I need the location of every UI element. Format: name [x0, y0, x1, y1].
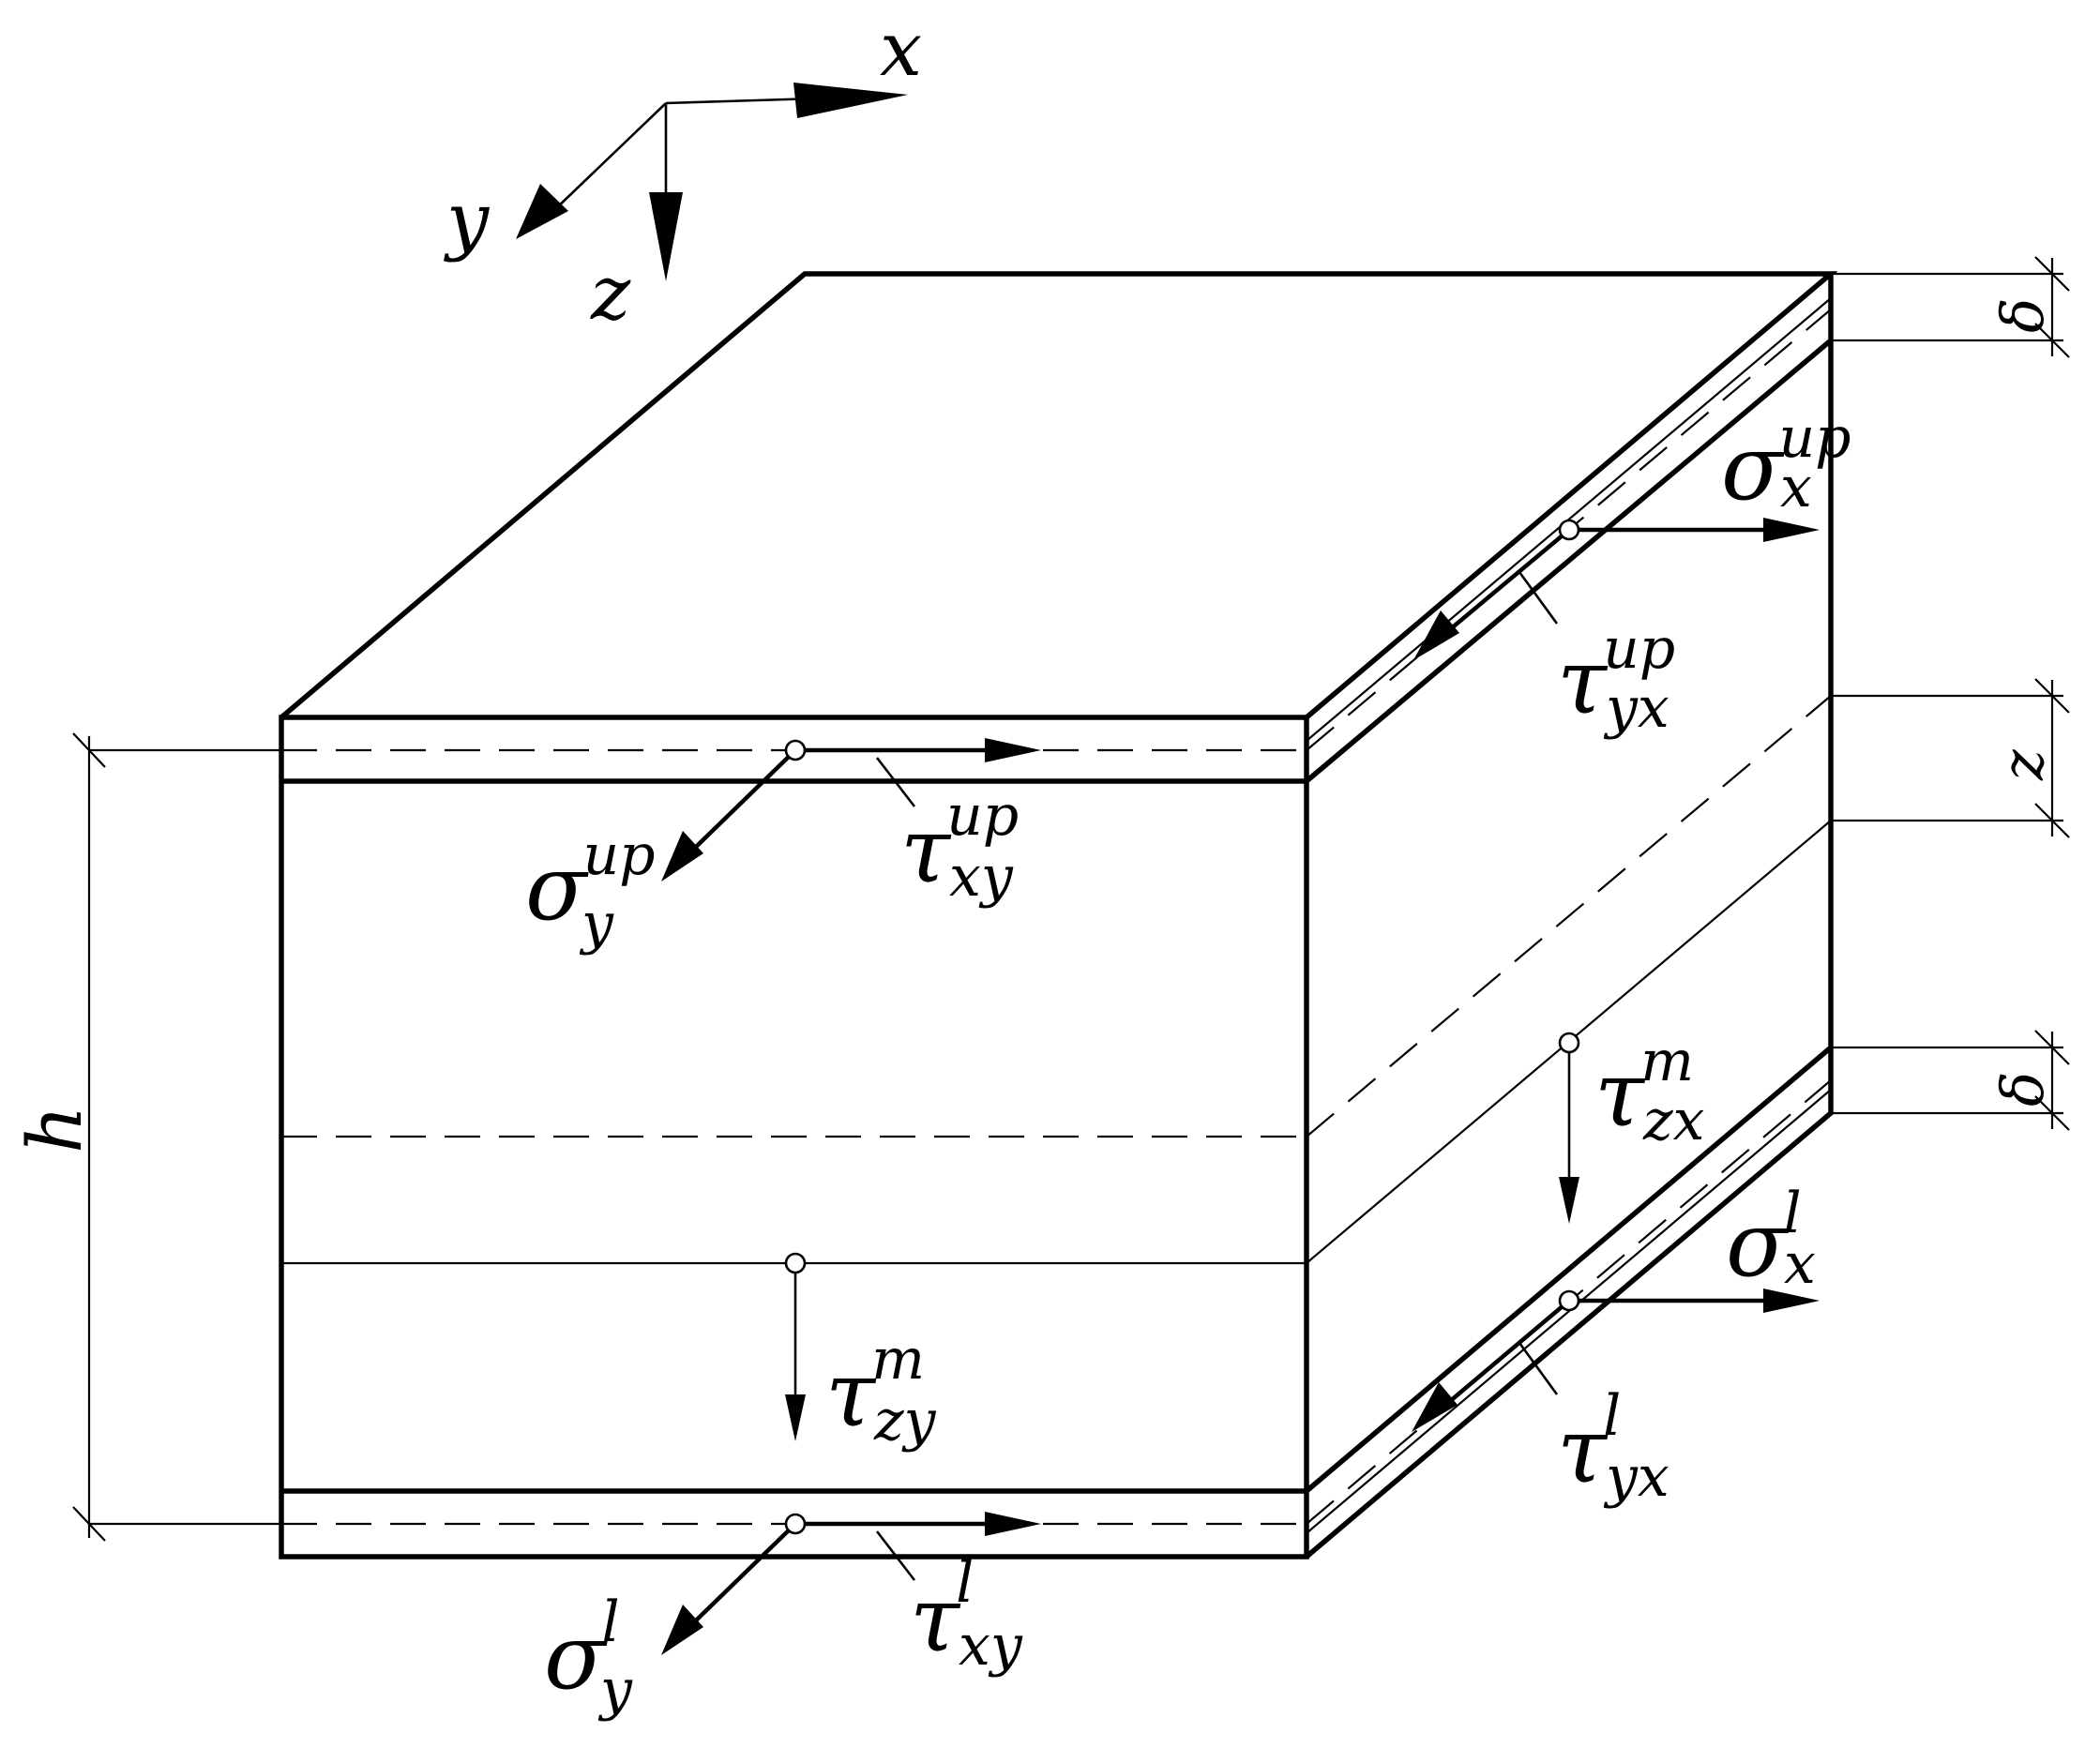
tau-zx-m-base: τ	[1594, 1042, 1646, 1147]
delta-bottom-label: δ	[1988, 1072, 2057, 1107]
dimensions: h δ z δ	[11, 256, 2070, 1542]
upper-front-point	[784, 739, 807, 761]
sigma-y-up-arrowhead	[661, 831, 703, 882]
tau-xy-up-leader	[875, 757, 916, 807]
z-axis-arrowhead	[649, 192, 683, 281]
tau-xy-up-sub: xy	[949, 844, 1014, 910]
stress-arrows	[661, 518, 1820, 1655]
x-axis-label: x	[880, 6, 922, 93]
z-axis-label: z	[590, 249, 631, 337]
core-front-point	[784, 1252, 807, 1274]
tau-xy-l-sup: l	[956, 1550, 974, 1616]
tau-yx-up-base: τ	[1557, 629, 1609, 734]
top-face	[279, 271, 1838, 720]
h-label: h	[11, 1105, 98, 1153]
y-axis-label: y	[444, 176, 491, 264]
sigma-y-l-sub: y	[597, 1657, 633, 1723]
sigma-x-up-sub: x	[1780, 455, 1812, 520]
delta-bottom-tick-2	[2034, 1095, 2070, 1131]
tau-yx-up-sup: up	[1603, 616, 1675, 682]
sigma-y-l-base: σ	[544, 1605, 608, 1710]
sigma-x-l-base: σ	[1726, 1192, 1790, 1297]
tau-zy-m-base: τ	[825, 1342, 877, 1447]
sigma-x-l-sup: l	[1784, 1181, 1802, 1246]
coordinate-axes: x y z	[444, 6, 922, 337]
upper-side-point	[1558, 519, 1580, 541]
sigma-x-up-sup: up	[1779, 405, 1851, 471]
delta-top-tick-1	[2034, 256, 2070, 292]
tau-yx-l-sub: yx	[1603, 1444, 1669, 1510]
sigma-y-up-base: σ	[525, 836, 589, 941]
tau-zy-m-arrowhead	[785, 1394, 806, 1441]
lower-front-point	[784, 1513, 807, 1535]
tau-yx-l-arrowhead	[1412, 1382, 1458, 1432]
tau-zx-m-sup: m	[1640, 1029, 1694, 1094]
upper-skin-side-line	[1305, 338, 1833, 784]
sigma-y-l-arrowhead	[661, 1605, 703, 1655]
tau-xy-l-leader	[875, 1530, 916, 1581]
tau-xy-l-base: τ	[910, 1567, 961, 1672]
tau-xy-up-sup: up	[946, 783, 1019, 849]
tau-xy-up-base: τ	[900, 798, 952, 903]
lower-skin-side-line	[1305, 1045, 1833, 1494]
sandwich-box	[279, 271, 1838, 1560]
tau-yx-l-sup: l	[1603, 1383, 1621, 1449]
h-tick-top	[72, 732, 106, 768]
tau-xy-l-sub: xy	[959, 1613, 1023, 1679]
tau-yx-up-leader	[1518, 571, 1559, 625]
tau-yx-l-base: τ	[1557, 1398, 1609, 1503]
h-tick-bottom	[72, 1506, 106, 1542]
lower-side-point	[1558, 1289, 1580, 1312]
z-dim-tick-2	[2034, 803, 2070, 838]
z-dim-label: z	[1988, 749, 2057, 781]
sigma-x-up-base: σ	[1721, 415, 1785, 520]
sigma-x-l-arrowhead	[1763, 1288, 1820, 1313]
sigma-y-l-arrow	[692, 1522, 797, 1624]
tau-zx-m-sub: zx	[1642, 1088, 1704, 1153]
z-dim-tick-1	[2034, 678, 2070, 714]
sigma-x-up-arrowhead	[1763, 518, 1820, 542]
tau-yx-l-leader	[1518, 1342, 1559, 1395]
x-axis-line	[665, 97, 817, 105]
lower-skin-side-thin	[1306, 1089, 1832, 1534]
tau-yx-up-sub: yx	[1603, 675, 1669, 741]
delta-bottom-tick-1	[2034, 1030, 2070, 1065]
tau-zy-m-sub: zy	[873, 1388, 937, 1454]
tau-yx-up-arrowhead	[1413, 610, 1459, 660]
sigma-x-l-sub: x	[1784, 1231, 1816, 1297]
tau-zx-m-arrowhead	[1559, 1177, 1579, 1224]
sigma-y-up-sub: y	[579, 891, 614, 957]
tau-xy-up-arrowhead	[985, 738, 1041, 762]
y-axis-line	[552, 102, 667, 212]
core-side-point	[1558, 1032, 1580, 1054]
sigma-y-up-sup: up	[583, 822, 656, 888]
tau-yx-l-arrow	[1447, 1299, 1571, 1404]
delta-top-label: δ	[1988, 298, 2057, 333]
tau-yx-up-arrow	[1447, 528, 1571, 632]
y-axis-arrowhead	[516, 184, 568, 239]
delta-top-tick-2	[2034, 323, 2070, 358]
core-side-midplane	[1306, 695, 1832, 1138]
x-axis-arrowhead	[793, 83, 908, 118]
sigma-y-up-arrow	[692, 748, 797, 851]
tau-xy-l-arrowhead	[985, 1512, 1041, 1536]
sigma-y-l-sup: l	[602, 1590, 620, 1655]
tau-zy-m-sup: m	[871, 1327, 925, 1393]
